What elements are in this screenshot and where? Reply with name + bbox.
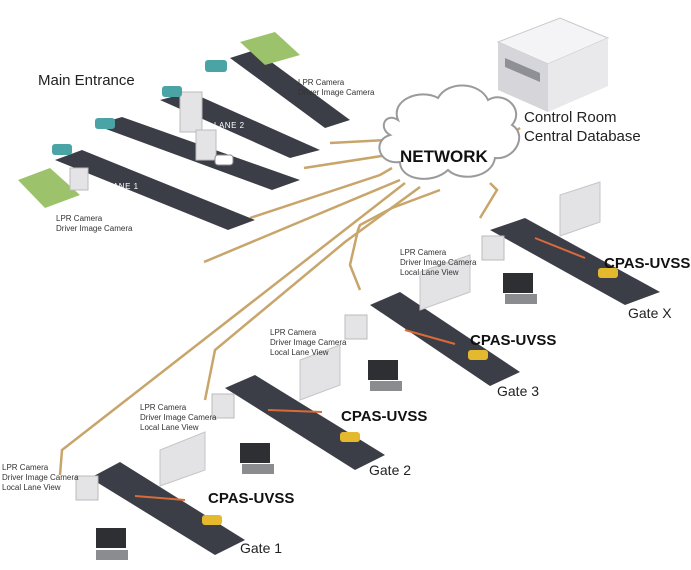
camera-line: Local Lane View [270,348,329,357]
network-cables [58,126,521,476]
network-cloud [378,84,521,180]
gate-3-camera-note: LPR Camera Driver Image Camera Local Lan… [270,328,346,358]
gate-2-camera-note: LPR Camera Driver Image Camera Local Lan… [140,403,216,433]
camera-line: Driver Image Camera [270,338,347,347]
camera-line: Local Lane View [400,268,459,277]
gate-1-camera-note: LPR Camera Driver Image Camera Local Lan… [2,463,78,493]
gate-3-lane [344,254,520,391]
camera-line: Driver Image Camera [298,88,375,97]
network-label: NETWORK [400,147,488,166]
lane-2-label-a: LANE 2 [214,121,245,130]
gate-1-system-label: CPAS-UVSS [208,490,295,507]
lane-1-label: LANE 1 [108,182,139,191]
camera-line: Local Lane View [2,483,61,492]
control-room-line: Central Database [524,128,641,145]
camera-line: LPR Camera [2,463,49,472]
lane-x-label: LANE X [247,96,279,105]
camera-line: LPR Camera [140,403,187,412]
camera-line: LPR Camera [298,78,345,87]
control-room-line: Control Room [524,109,617,126]
main-entrance-roads [18,32,350,230]
camera-line: Driver Image Camera [56,224,133,233]
camera-line: Local Lane View [140,423,199,432]
gate-x-lane [481,181,660,305]
gate-2-system-label: CPAS-UVSS [341,408,428,425]
gate-2-lane [211,344,385,474]
camera-line: Driver Image Camera [140,413,217,422]
gate-2-label: Gate 2 [369,462,412,478]
camera-line: LPR Camera [270,328,317,337]
main-entrance-title: Main Entrance [38,72,135,89]
camera-line: LPR Camera [400,248,447,257]
entrance-camera-note-bottom: LPR Camera Driver Image Camera [56,214,132,234]
control-room-building [496,17,610,112]
gate-1-label: Gate 1 [240,540,283,556]
gate-3-label: Gate 3 [497,383,540,399]
gate-x-system-label: CPAS-UVSS [604,255,691,272]
gate-x-label: Gate X [628,305,672,321]
control-room-label: Control Room Central Database [524,108,641,146]
lane-2-label-b: LANE 2 [150,157,181,166]
entrance-camera-note-top: LPR Camera Driver Image Camera [298,78,374,98]
camera-line: Driver Image Camera [400,258,477,267]
gate-3-system-label: CPAS-UVSS [470,332,557,349]
gate-x-camera-note: LPR Camera Driver Image Camera Local Lan… [400,248,476,278]
camera-line: LPR Camera [56,214,103,223]
gate-1-lane [75,431,245,560]
camera-line: Driver Image Camera [2,473,79,482]
